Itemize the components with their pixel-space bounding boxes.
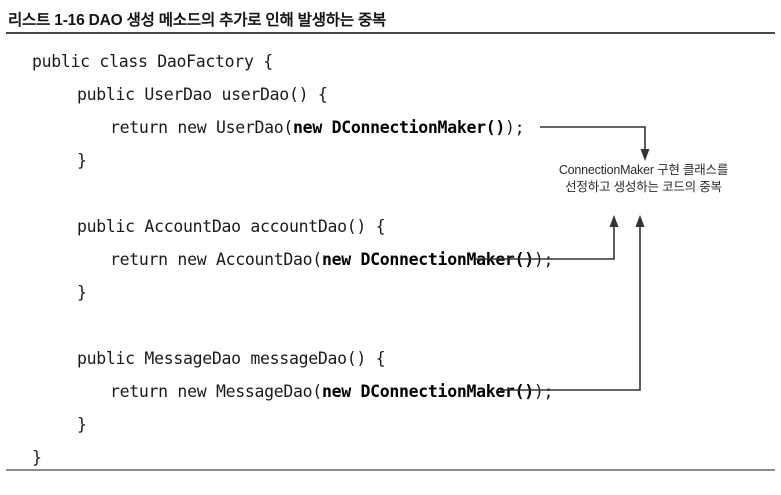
code-line: return new AccountDao(new DConnectionMak…: [110, 250, 553, 269]
arrowhead-up-icon: [635, 215, 645, 227]
code-line: }: [32, 448, 42, 467]
code-text: public class DaoFactory {: [32, 52, 273, 71]
code-text: }: [77, 415, 87, 434]
code-text: return new MessageDao(: [110, 382, 322, 401]
code-line: }: [77, 283, 87, 302]
arrowhead-up-icon: [609, 215, 619, 227]
code-text: }: [32, 448, 42, 467]
arrow-line-userdao: [540, 126, 646, 150]
code-text: return new UserDao(: [110, 118, 294, 137]
code-line: }: [77, 415, 87, 434]
code-text: );: [505, 118, 525, 137]
annotation-line-1: ConnectionMaker 구현 클래스를: [558, 163, 729, 177]
top-divider: [6, 32, 775, 34]
code-text-bold: new DConnectionMaker(): [321, 250, 534, 269]
figure-caption: 리스트 1-16 DAO 생성 메소드의 추가로 인해 발생하는 중복: [8, 12, 387, 29]
code-line: public class DaoFactory {: [32, 52, 273, 71]
code-text: public UserDao userDao() {: [77, 85, 328, 104]
code-text: public AccountDao accountDao() {: [77, 217, 386, 236]
code-line: }: [77, 151, 87, 170]
code-line: public MessageDao messageDao() {: [77, 349, 386, 368]
code-text: return new AccountDao(: [110, 250, 322, 269]
code-line: public UserDao userDao() {: [77, 85, 328, 104]
code-line: return new MessageDao(new DConnectionMak…: [110, 382, 553, 401]
code-text: }: [77, 283, 87, 302]
code-text: );: [533, 382, 554, 401]
code-text-bold: new DConnectionMaker(): [293, 118, 505, 137]
code-text-bold: new DConnectionMaker(): [321, 382, 534, 401]
code-line: return new UserDao(new DConnectionMaker(…: [110, 118, 525, 137]
annotation-line-2: 선정하고 생성하는 코드의 중복: [565, 180, 722, 194]
code-text: public MessageDao messageDao() {: [77, 349, 386, 368]
annotation-text: ConnectionMaker 구현 클래스를 선정하고 생성하는 코드의 중복: [536, 162, 751, 196]
code-line: public AccountDao accountDao() {: [77, 217, 386, 236]
arrowhead-down-icon: [640, 149, 650, 161]
code-text: );: [533, 250, 554, 269]
bottom-divider: [6, 469, 775, 471]
code-text: }: [77, 151, 87, 170]
